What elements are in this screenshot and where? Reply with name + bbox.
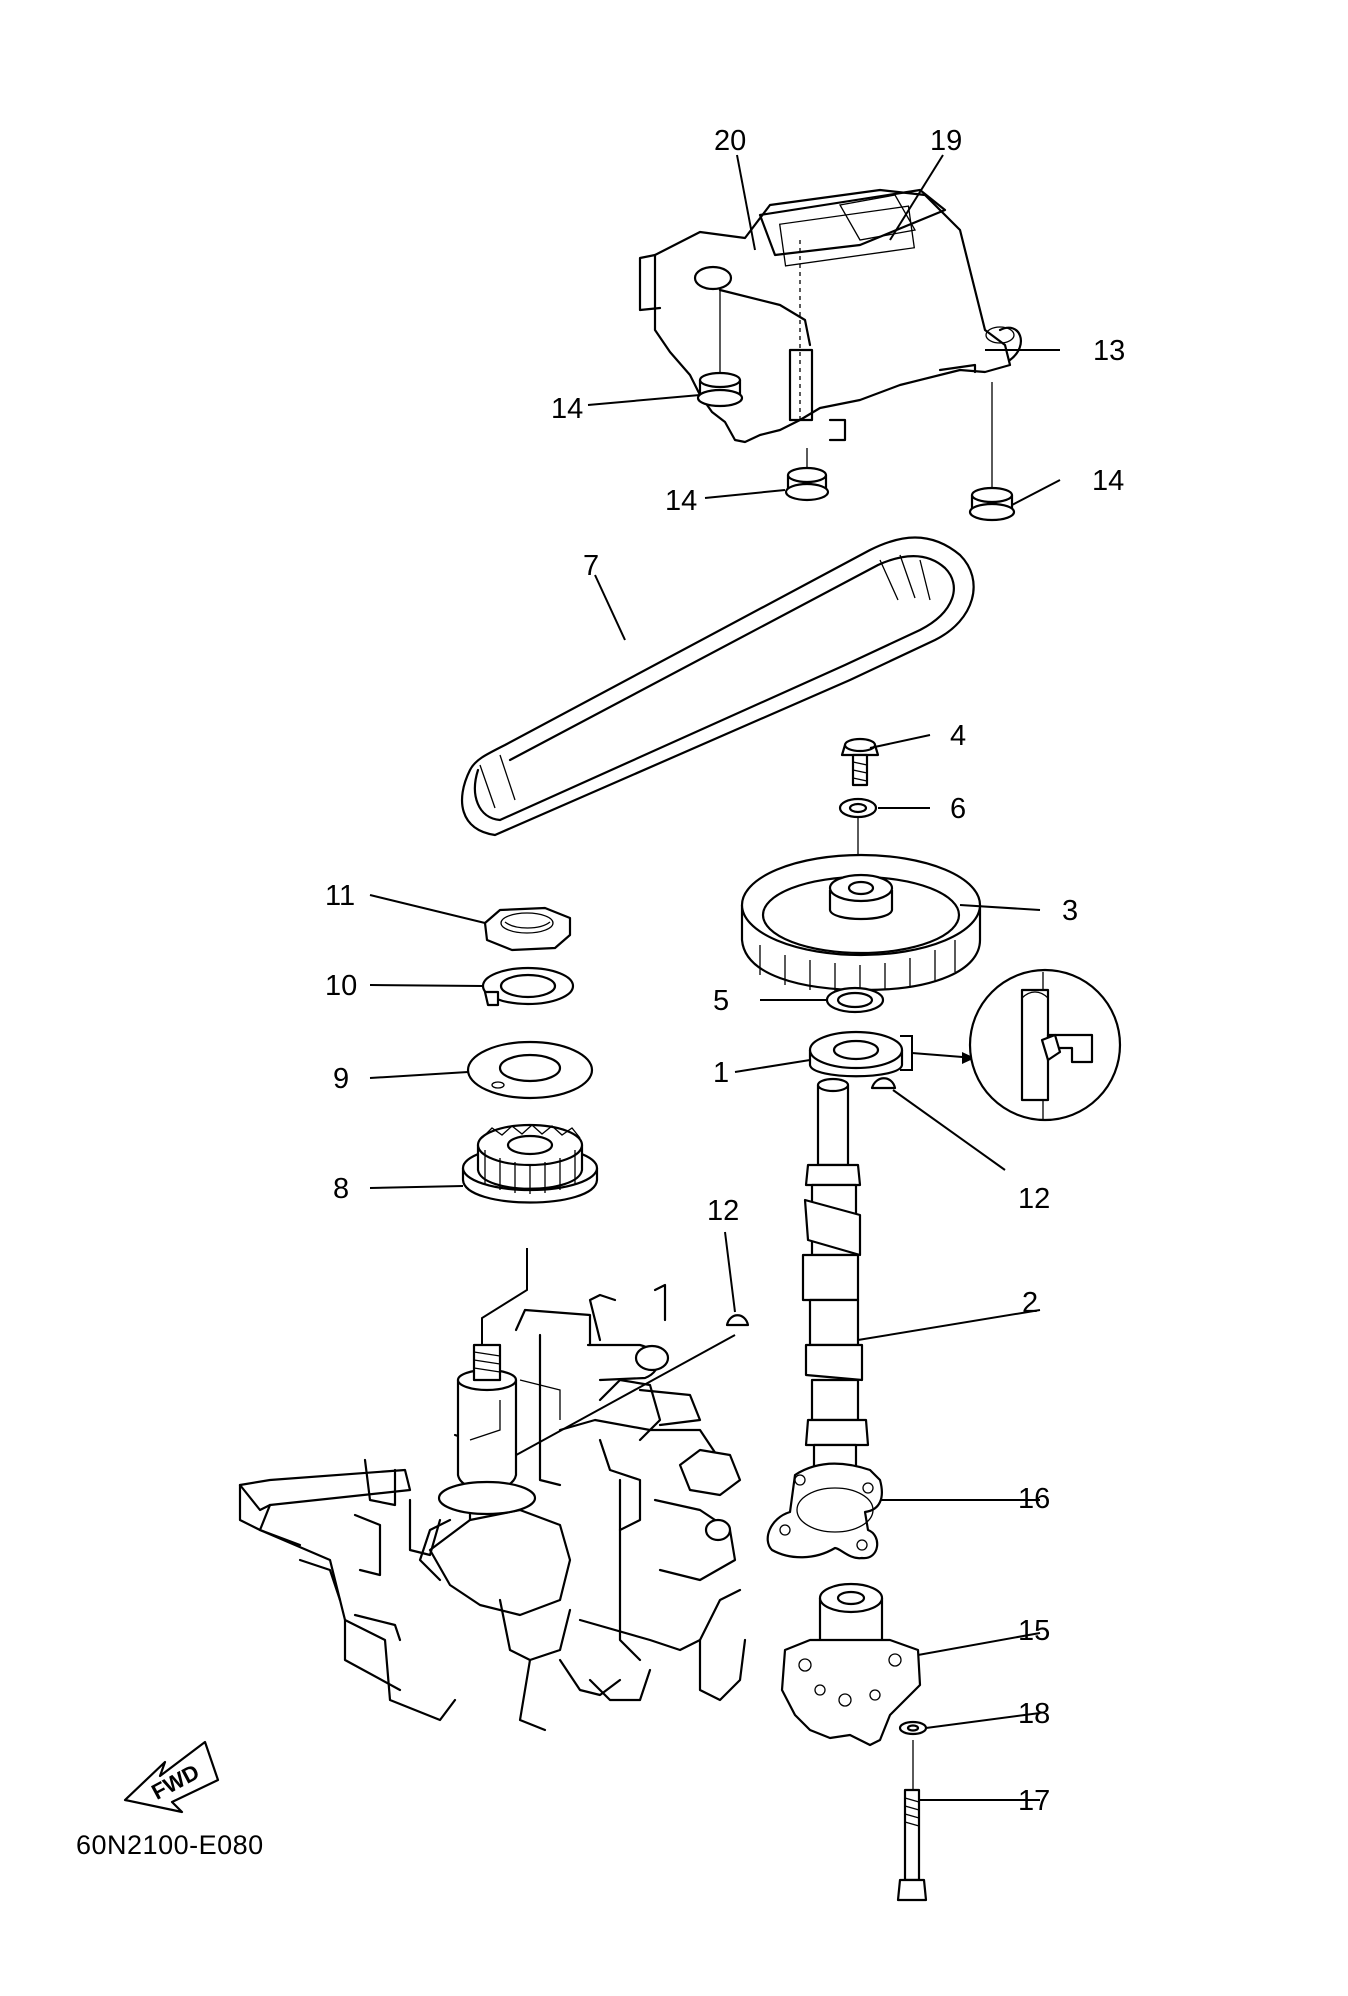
callout-10: 10 <box>325 970 357 1002</box>
nut <box>483 906 572 952</box>
callouts: 20 19 13 14 14 14 7 4 6 3 11 10 5 9 1 8 … <box>325 125 1125 1817</box>
callout-17: 17 <box>1018 1785 1050 1817</box>
timing-belt <box>461 536 975 837</box>
washer-5 <box>825 986 885 1014</box>
callout-16: 16 <box>1018 1483 1050 1515</box>
callout-3: 3 <box>1062 895 1078 927</box>
drive-pulley <box>461 1123 599 1204</box>
callout-7: 7 <box>583 550 599 582</box>
callout-13: 13 <box>1093 335 1125 367</box>
leader-lines <box>369 154 1061 1801</box>
callout-15: 15 <box>1018 1615 1050 1647</box>
lock-washer <box>481 966 575 1007</box>
callout-12-left: 12 <box>707 1195 739 1227</box>
callout-12-right: 12 <box>1018 1183 1050 1215</box>
plate <box>466 1040 594 1100</box>
callout-14-center: 14 <box>665 485 697 517</box>
flange-bolt <box>840 737 880 787</box>
fwd-arrow-icon: FWD <box>123 1740 220 1814</box>
callout-19: 19 <box>930 125 962 157</box>
callout-14-right: 14 <box>1092 465 1124 497</box>
grommet-center <box>784 448 830 502</box>
oil-seal <box>808 1030 904 1078</box>
cylinder-block <box>238 1283 747 1732</box>
driven-pulley <box>740 853 982 992</box>
pump-bolt <box>896 1740 928 1902</box>
gasket <box>766 1462 883 1560</box>
callout-11: 11 <box>325 880 355 912</box>
callout-1: 1 <box>713 1057 729 1089</box>
woodruff-key-right <box>870 1077 897 1090</box>
grommet-left <box>696 290 744 408</box>
woodruff-key-left <box>725 1314 750 1327</box>
callout-18: 18 <box>1018 1698 1050 1730</box>
washer-18 <box>898 1720 928 1736</box>
washer-6 <box>838 797 878 819</box>
timing-belt-cover <box>638 188 1022 444</box>
callout-14-left: 14 <box>551 393 583 425</box>
oil-pump <box>780 1582 922 1747</box>
pulley-shaft-line <box>481 1248 528 1360</box>
figure-code: 60N2100-E080 <box>76 1830 264 1860</box>
detail-circle <box>968 968 1122 1122</box>
callout-8: 8 <box>333 1173 349 1205</box>
camshaft <box>801 1077 870 1501</box>
callout-20: 20 <box>714 125 746 157</box>
callout-5: 5 <box>713 985 729 1017</box>
grommet-right <box>968 382 1016 522</box>
callout-9: 9 <box>333 1063 349 1095</box>
callout-2: 2 <box>1022 1287 1038 1319</box>
callout-4: 4 <box>950 720 966 752</box>
callout-6: 6 <box>950 793 966 825</box>
